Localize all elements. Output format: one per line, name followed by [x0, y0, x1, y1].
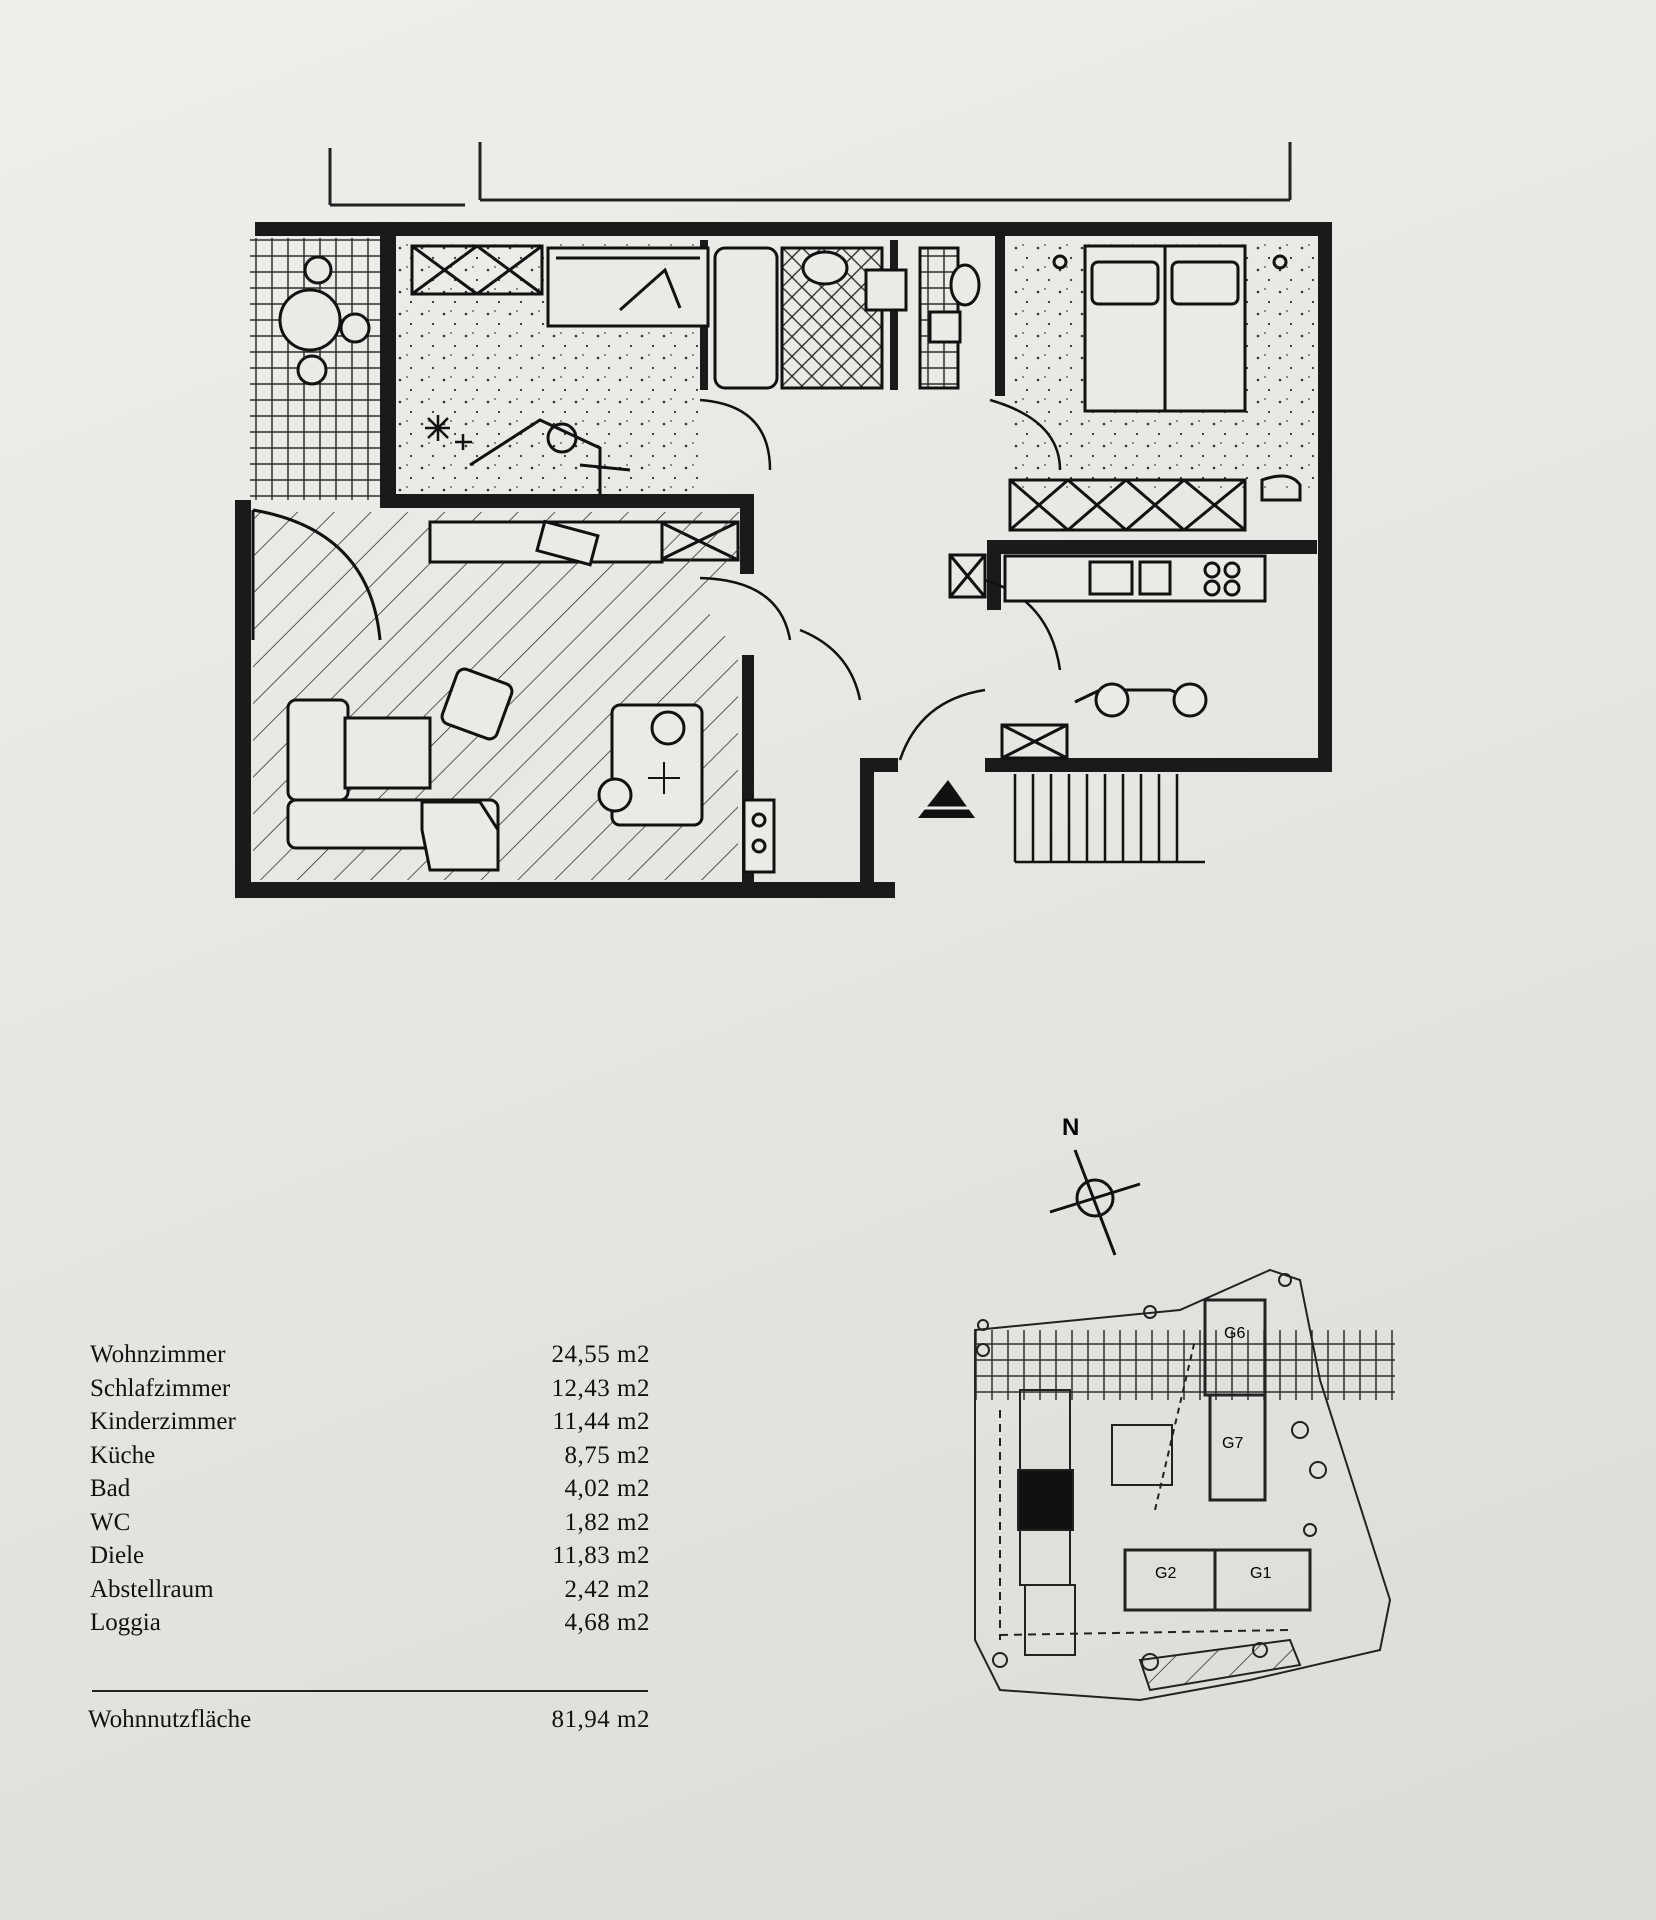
- area-value: 12,43 m2: [551, 1374, 650, 1402]
- kids-desk: [469, 418, 631, 494]
- site-building-g2: G2: [1155, 1565, 1176, 1582]
- area-row: Diele 11,83 m2: [90, 1539, 650, 1573]
- site-plan: [974, 1268, 1395, 1702]
- area-row: Küche 8,75 m2: [90, 1439, 650, 1473]
- door-swings: [699, 398, 1062, 761]
- stove-icon: [742, 798, 776, 874]
- area-room: Kinderzimmer: [90, 1408, 236, 1435]
- area-room: Bad: [90, 1475, 131, 1502]
- area-value: 1,82 m2: [564, 1508, 650, 1536]
- total-value: 81,94 m2: [551, 1706, 650, 1733]
- area-room: Diele: [90, 1542, 145, 1569]
- area-value: 11,83 m2: [552, 1542, 650, 1569]
- exterior-walls: [235, 222, 1332, 898]
- double-bed: [1052, 244, 1288, 413]
- total-row: Wohnnutzfläche 81,94 m2: [88, 1706, 650, 1734]
- loggia-table-icon: [278, 255, 371, 386]
- area-room: Küche: [90, 1441, 156, 1469]
- area-room: WC: [90, 1508, 131, 1536]
- area-room: Schlafzimmer: [90, 1374, 231, 1402]
- site-building-g7: G7: [1222, 1435, 1243, 1452]
- area-row: Kinderzimmer 11,44 m2: [90, 1405, 650, 1439]
- area-row: Loggia 4,68 m2: [90, 1606, 650, 1640]
- area-row: WC 1,82 m2: [90, 1506, 650, 1540]
- area-value: 4,68 m2: [564, 1609, 650, 1636]
- kids-bed: [546, 246, 710, 328]
- terrace-lines: [328, 142, 1292, 207]
- compass-rose: [1049, 1149, 1141, 1256]
- site-building-g6: G6: [1224, 1325, 1245, 1342]
- area-value: 2,42 m2: [564, 1575, 650, 1603]
- plant-icon: [425, 415, 472, 450]
- entrance-marker: [918, 780, 975, 818]
- bedroom-chair: [1260, 474, 1302, 502]
- compass-north-label: N: [1062, 1114, 1079, 1141]
- site-building-g1: G1: [1250, 1565, 1271, 1582]
- area-value: 24,55 m2: [551, 1341, 650, 1368]
- tv-cabinet: [428, 519, 664, 567]
- area-row: Wohnzimmer 24,55 m2: [90, 1338, 650, 1372]
- area-room: Loggia: [90, 1609, 161, 1636]
- total-label: Wohnnutzfläche: [88, 1706, 252, 1733]
- dining-lamp: [648, 762, 680, 794]
- area-row: Bad 4,02 m2: [90, 1472, 650, 1506]
- kitchen-counter: [1003, 554, 1267, 718]
- area-row: Abstellraum 2,42 m2: [90, 1573, 650, 1607]
- area-value: 11,44 m2: [552, 1408, 650, 1435]
- area-value: 8,75 m2: [564, 1441, 650, 1469]
- area-room: Abstellraum: [90, 1575, 214, 1603]
- bathroom: [713, 246, 981, 390]
- area-row: Schlafzimmer 12,43 m2: [90, 1372, 650, 1406]
- sofa-set: [286, 667, 704, 872]
- area-value: 4,02 m2: [564, 1475, 650, 1502]
- staircase: [1013, 774, 1205, 864]
- total-divider: [92, 1690, 648, 1692]
- area-room: Wohnzimmer: [90, 1341, 226, 1368]
